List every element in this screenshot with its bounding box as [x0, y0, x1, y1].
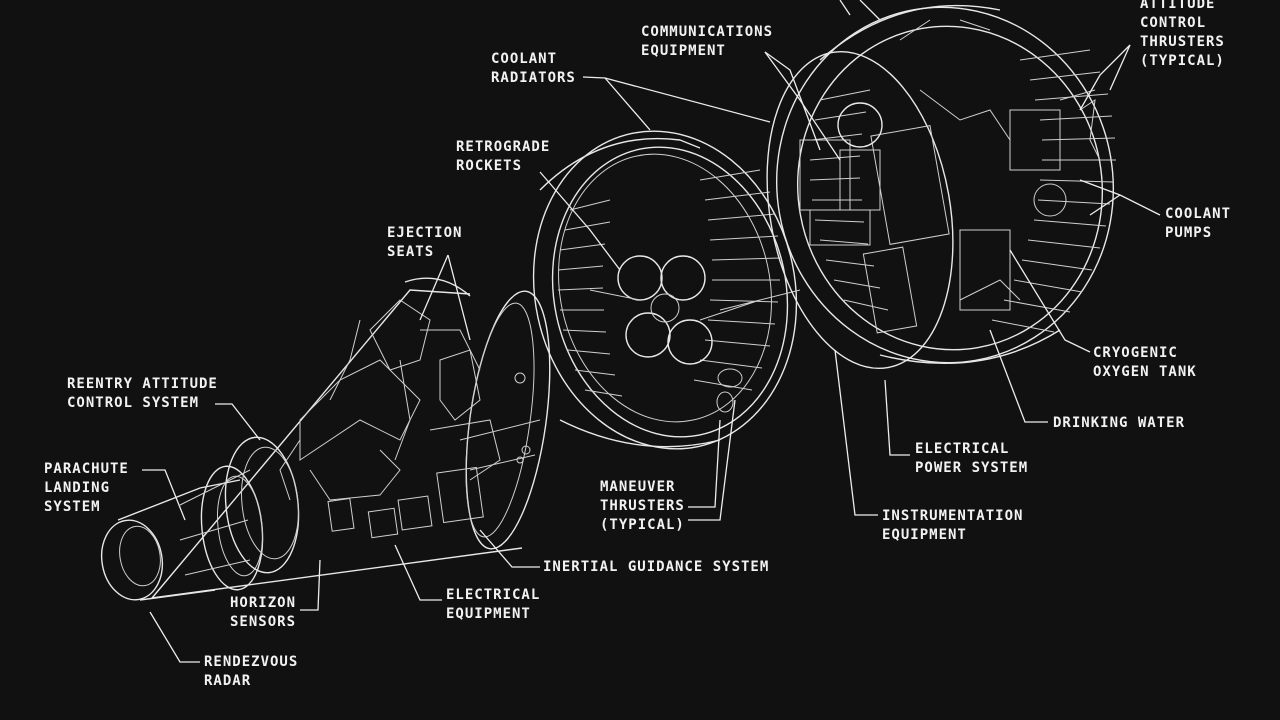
label-rendezvous-radar: RENDEZVOUS RADAR	[204, 654, 299, 689]
label-cryogenic-oxygen-tank: CRYOGENIC OXYGEN TANK	[1093, 345, 1197, 380]
label-coolant-radiators: COOLANT RADIATORS	[491, 51, 576, 86]
label-electrical-equipment: ELECTRICAL EQUIPMENT	[446, 587, 541, 622]
label-electrical-power-system: ELECTRICAL POWER SYSTEM	[915, 441, 1029, 476]
label-retrograde-rockets: RETROGRADE ROCKETS	[456, 139, 551, 174]
leader-lines	[142, 0, 1161, 663]
label-inertial-guidance-system: INERTIAL GUIDANCE SYSTEM	[543, 559, 770, 575]
label-maneuver-thrusters: MANEUVER THRUSTERS (TYPICAL)	[600, 479, 685, 533]
retrograde-section	[532, 130, 801, 450]
label-ejection-seats: EJECTION SEATS	[387, 225, 463, 260]
label-horizon-sensors: HORIZON SENSORS	[230, 595, 297, 630]
label-drinking-water: DRINKING WATER	[1053, 415, 1186, 431]
label-reentry-attitude-control-system: REENTRY ATTITUDE CONTROL SYSTEM	[67, 376, 218, 411]
label-attitude-control-thrusters: ATTITUDE CONTROL THRUSTERS (TYPICAL)	[1140, 0, 1225, 69]
label-instrumentation-equipment: INSTRUMENTATION EQUIPMENT	[882, 508, 1024, 543]
reentry-module	[100, 277, 551, 601]
label-coolant-pumps: COOLANT PUMPS	[1165, 206, 1232, 241]
label-parachute-landing-system: PARACHUTE LANDING SYSTEM	[44, 461, 129, 515]
label-communications-equipment: COMMUNICATIONS EQUIPMENT	[641, 24, 774, 59]
equipment-section	[766, 4, 1116, 370]
